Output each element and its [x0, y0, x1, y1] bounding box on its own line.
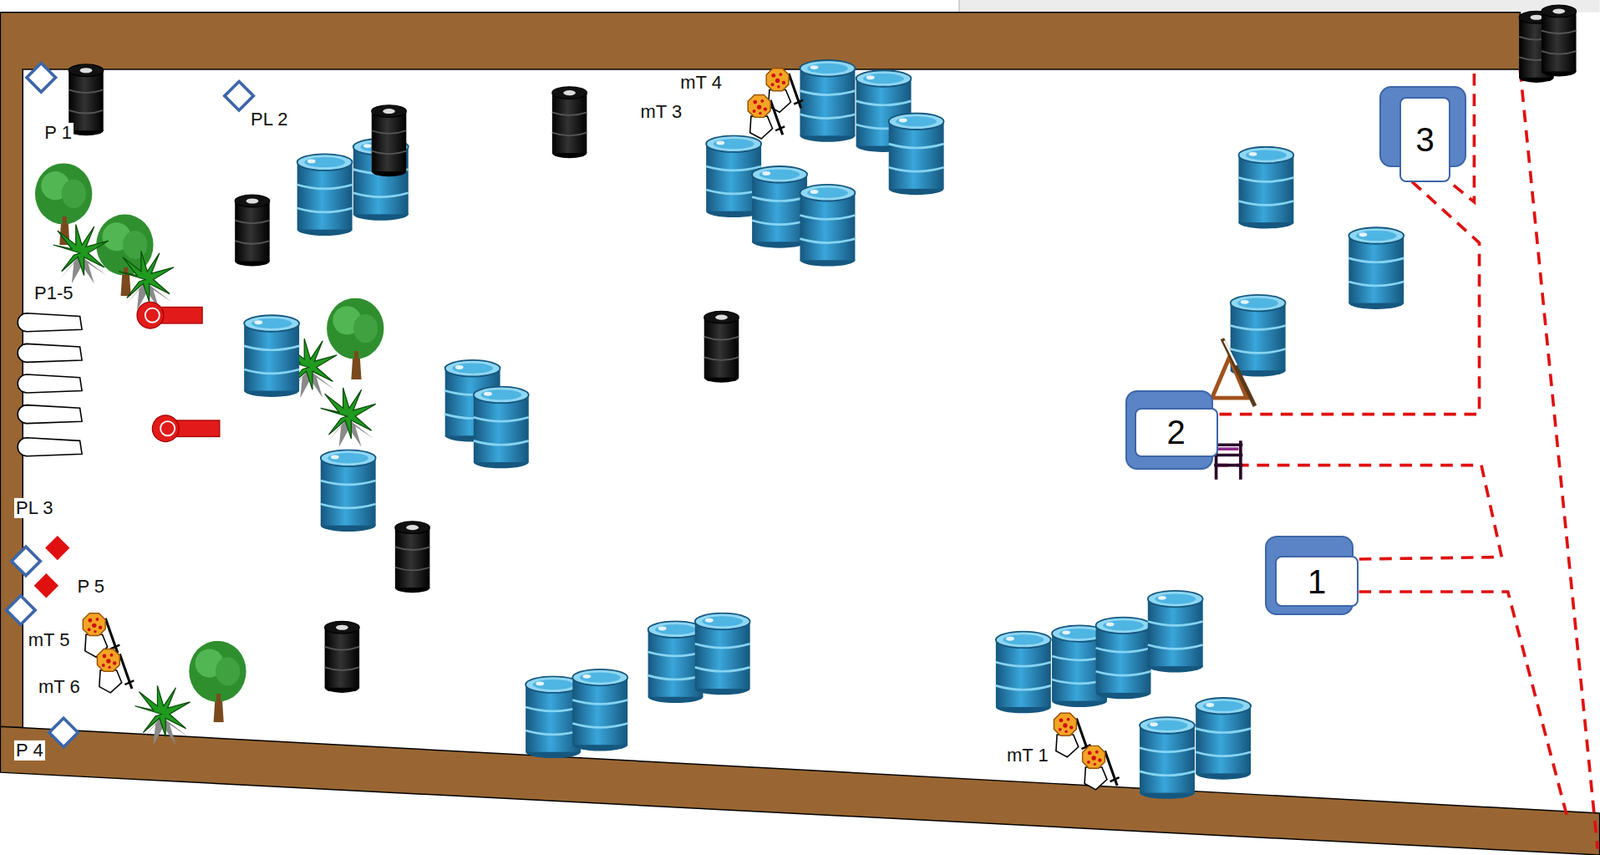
tree — [35, 162, 92, 245]
blue-barrel — [751, 166, 808, 249]
blue-barrel — [320, 449, 376, 532]
palm-bush — [53, 224, 109, 285]
white-paddle — [17, 437, 82, 457]
position-label: P 1 — [42, 122, 74, 143]
rifle-symbol — [1224, 340, 1237, 366]
position-label: P1-5 — [32, 282, 75, 303]
black-barrel — [325, 620, 361, 692]
booth-window: 1 — [1274, 555, 1359, 607]
blue-barrel — [1348, 227, 1404, 310]
black-barrel — [234, 194, 270, 266]
position-label: P 4 — [14, 740, 46, 761]
red-paddle — [137, 301, 164, 329]
white-paddle — [17, 343, 82, 362]
palm-bush — [118, 250, 174, 310]
red-paddle — [152, 415, 179, 442]
booth-window: 2 — [1134, 407, 1219, 458]
position-marker — [26, 63, 56, 93]
blue-barrel — [888, 113, 945, 196]
blue-barrel — [1230, 294, 1286, 377]
blue-barrel — [297, 153, 353, 236]
blue-barrel — [695, 613, 751, 696]
rifle-symbol — [1222, 338, 1255, 407]
position-label: mT 5 — [26, 629, 72, 651]
position-marker — [31, 570, 61, 600]
blue-barrel — [800, 184, 856, 267]
red-paddle — [152, 415, 220, 442]
bench-symbol — [1213, 440, 1243, 479]
position-marker — [224, 81, 254, 111]
black-barrel — [704, 310, 740, 382]
white-paddle — [17, 405, 82, 424]
shooting-booth: 1 — [1264, 535, 1354, 615]
palm-bush — [135, 685, 191, 745]
position-label: P 5 — [75, 576, 107, 597]
steel-target — [747, 95, 785, 139]
position-marker — [43, 533, 73, 563]
position-label: PL 2 — [248, 109, 290, 130]
position-label: mT 4 — [678, 72, 724, 93]
white-paddle — [17, 374, 82, 393]
blue-barrel — [1139, 716, 1195, 799]
booth-number: 3 — [1416, 122, 1435, 157]
blue-barrel — [473, 386, 529, 469]
firing-line — [1519, 69, 1598, 849]
black-barrel — [552, 86, 588, 158]
black-barrel — [395, 521, 431, 593]
bench-symbol — [1218, 446, 1239, 451]
position-label: mT 6 — [36, 676, 82, 697]
red-paddle — [145, 308, 160, 323]
black-barrel — [1541, 5, 1577, 77]
margin-strip — [959, 0, 1600, 13]
firing-line — [1216, 465, 1503, 559]
blue-barrel — [1238, 147, 1294, 229]
palm-bush — [320, 387, 376, 447]
bench-symbol — [1213, 440, 1243, 479]
blue-barrel — [1096, 617, 1152, 700]
position-label: mT 1 — [1005, 745, 1051, 766]
position-marker — [11, 546, 41, 576]
position-label: PL 3 — [14, 497, 55, 519]
red-paddle — [160, 421, 175, 436]
steel-target — [1082, 745, 1120, 789]
blue-barrel — [525, 675, 581, 758]
firing-line — [1358, 591, 1567, 817]
black-barrel — [68, 64, 104, 136]
berm-wall — [0, 12, 1520, 728]
booth-number: 2 — [1167, 415, 1186, 449]
position-label: mT 3 — [639, 101, 685, 122]
booth-number: 1 — [1307, 564, 1326, 599]
firing-line — [1216, 69, 1599, 849]
booth-window: 3 — [1399, 96, 1451, 183]
shooting-rest — [1212, 338, 1255, 407]
shooting-booth: 2 — [1125, 390, 1214, 470]
steel-target — [96, 648, 134, 692]
position-marker — [49, 717, 79, 747]
tree — [188, 640, 246, 723]
blue-barrel — [800, 60, 856, 143]
blue-barrel — [995, 631, 1052, 714]
position-marker — [6, 595, 36, 625]
black-barrel — [371, 105, 407, 177]
tree — [326, 297, 384, 380]
blue-barrel — [648, 620, 704, 703]
berm-wall — [0, 726, 1600, 855]
red-paddle — [137, 301, 203, 329]
blue-barrel — [1195, 697, 1251, 780]
frame-line — [958, 0, 960, 13]
white-paddle — [17, 313, 82, 332]
shooting-booth: 3 — [1379, 86, 1467, 168]
blue-barrel — [572, 669, 628, 752]
blue-barrel — [243, 314, 300, 397]
blue-barrel — [1147, 590, 1204, 673]
